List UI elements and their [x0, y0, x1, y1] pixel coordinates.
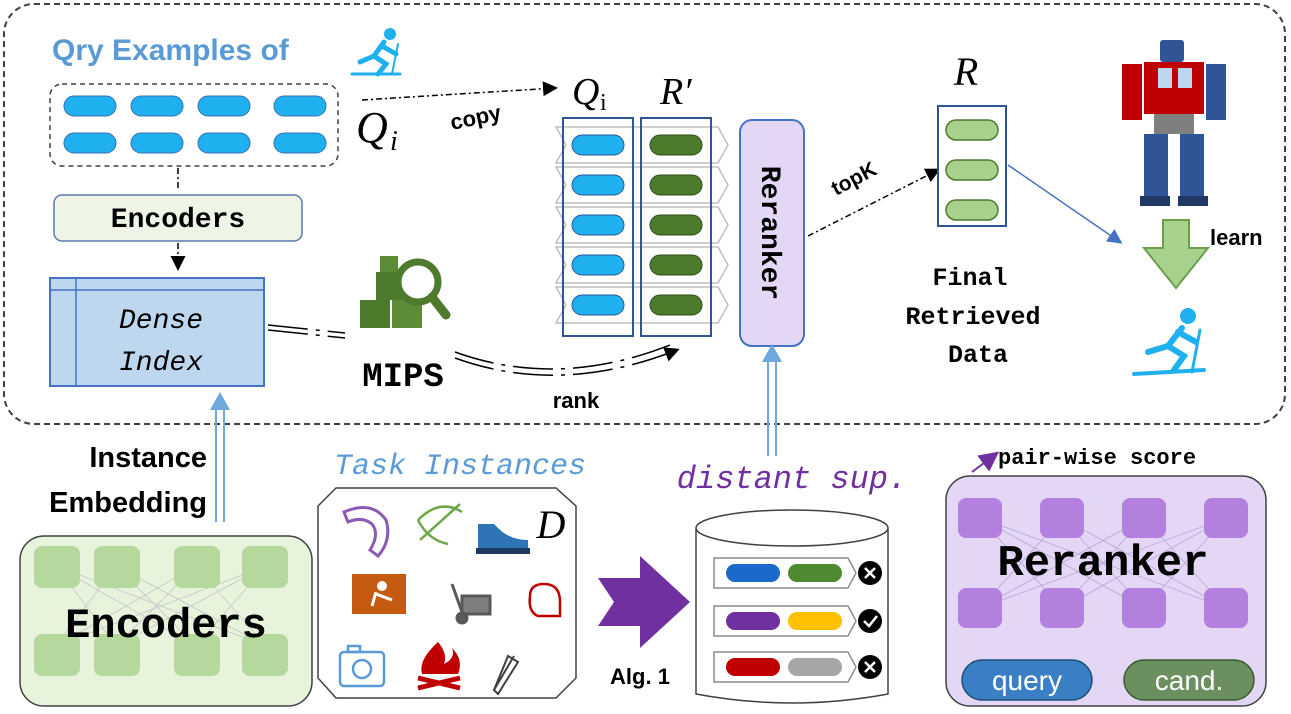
skier-icon-large — [1132, 308, 1206, 376]
cross-mark — [864, 567, 876, 579]
dense-index-box — [49, 277, 265, 387]
encoders-big-box — [19, 535, 313, 707]
index-mips-line-a — [267, 324, 346, 334]
reranker-network — [958, 498, 1248, 628]
topk-arrow — [807, 168, 941, 237]
qi-head-label: Q — [572, 71, 599, 113]
learn-arrow — [1141, 219, 1211, 290]
mips-label: MIPS — [362, 359, 444, 397]
d-label: D — [536, 502, 566, 547]
r-final-label: R — [953, 49, 978, 94]
distant-row-candidate-pill — [788, 564, 842, 582]
qi-sub: i — [390, 126, 398, 157]
distant-row-candidate-pill — [788, 612, 842, 630]
cross-mark — [864, 661, 876, 673]
index-label: Index — [119, 348, 203, 379]
query-pills — [63, 95, 327, 154]
task-icons — [338, 503, 562, 696]
camera-icon — [338, 644, 386, 688]
ranked-pairs — [554, 117, 729, 337]
alg-arrow — [598, 556, 690, 648]
robot-icon — [1122, 40, 1226, 206]
reranker-vertical-label: Reranker — [753, 166, 784, 300]
reranker-big-label: Reranker — [997, 539, 1208, 589]
climber-icon — [352, 574, 406, 614]
pairwise-arrow — [971, 451, 1000, 473]
rank-arrow-b — [454, 347, 680, 376]
bow-arrow-icon — [416, 503, 463, 546]
encoder-network — [34, 546, 288, 676]
qry-examples-title: Qry Examples of — [52, 34, 290, 67]
distant-row-candidate-pill — [788, 658, 842, 676]
encoders-small-box — [53, 194, 303, 242]
rank-label: rank — [553, 388, 600, 413]
distant-row-query-pill — [726, 564, 780, 582]
query-pill — [961, 659, 1093, 701]
qi-label: Q — [356, 103, 388, 152]
mips-search-icon — [360, 256, 451, 328]
shoe-icon — [476, 524, 530, 554]
distant-rows — [713, 557, 882, 683]
instance-label: Instance — [89, 442, 207, 474]
distant-row-query-pill — [726, 658, 780, 676]
dense-label: Dense — [119, 306, 203, 337]
hand-truck-icon — [450, 583, 492, 625]
query-label: query — [992, 665, 1062, 696]
check-mark — [863, 615, 878, 628]
distant-sup-label: distant sup. — [677, 461, 907, 498]
embedding-label: Embedding — [49, 487, 207, 519]
distant-row-query-pill — [726, 612, 780, 630]
qi-head-sub: i — [600, 90, 607, 116]
cand-pill — [1123, 659, 1255, 701]
index-mips-line-b — [267, 329, 346, 339]
final-pills — [945, 119, 999, 221]
distant-sup-arrow — [762, 344, 782, 456]
task-instances-label: Task Instances — [334, 450, 586, 484]
reranker-big-box — [945, 475, 1267, 707]
alg-label: Alg. 1 — [610, 664, 670, 689]
pen-icon — [492, 654, 520, 696]
boomerang-icon — [342, 506, 390, 559]
campfire-icon — [417, 642, 461, 691]
encoders-big-label: Encoders — [65, 602, 267, 650]
r-prime-label: R′ — [659, 71, 692, 113]
pairwise-label: pair-wise score — [998, 446, 1196, 471]
final-line3: Data — [948, 341, 1008, 370]
instance-embedding-arrow — [210, 392, 230, 522]
encoders-small-label: Encoders — [111, 205, 245, 236]
cand-label: cand. — [1155, 665, 1224, 696]
distant-row-frame — [713, 557, 857, 589]
distant-row-frame — [713, 605, 857, 637]
learn-label: learn — [1210, 225, 1263, 250]
check-icon — [858, 609, 882, 633]
final-line1: Final — [932, 264, 1007, 293]
boxing-glove-icon — [528, 582, 562, 618]
copy-arrow — [361, 81, 558, 101]
distant-row-frame — [713, 651, 857, 683]
final-line2: Retrieved — [905, 303, 1040, 332]
final-to-learn-arrow — [1007, 164, 1123, 244]
skier-icon — [350, 28, 402, 77]
rank-arrow-a — [454, 342, 676, 370]
